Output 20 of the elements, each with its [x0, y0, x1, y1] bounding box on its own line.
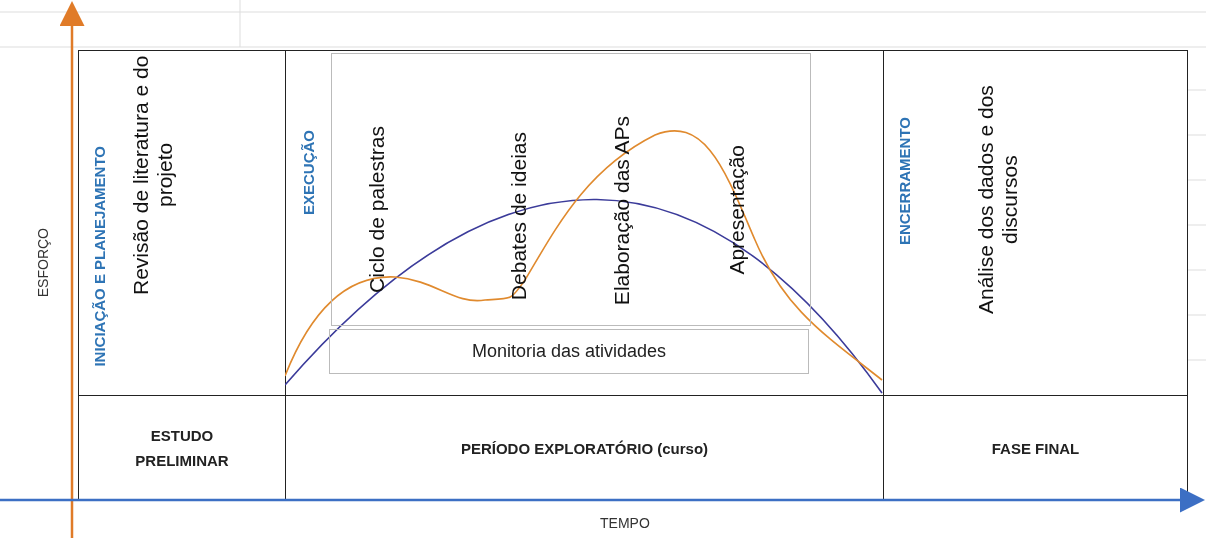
- activity-label: Elaboração das APs: [610, 115, 634, 305]
- axis-label: ESFORÇO: [35, 228, 51, 298]
- period-label: PERÍODO EXPLORATÓRIO (curso): [459, 439, 710, 456]
- activities-box: [331, 53, 811, 326]
- monitoring-label: Monitoria das atividades: [470, 341, 668, 362]
- phase-description: Análise dos dados e dos discursos: [974, 84, 1022, 317]
- monitoring-box: [329, 329, 809, 374]
- activity-label: Apresentação: [725, 145, 749, 275]
- axis-label: TEMPO: [600, 515, 650, 531]
- period-label: ESTUDO PRELIMINAR: [134, 425, 230, 471]
- phase-heading: ENCERRAMENTO: [896, 116, 913, 245]
- phase-heading: INICIAÇÃO E PLANEJAMENTO: [91, 146, 108, 367]
- activity-label: Debates de ideias: [507, 131, 531, 300]
- period-label: FASE FINAL: [990, 439, 1081, 456]
- activity-label: Ciclo de palestras: [365, 126, 389, 293]
- phase-heading: EXECUÇÃO: [300, 130, 317, 215]
- phase-description: Revisão de literatura e do projeto: [129, 55, 177, 295]
- phase-cell: [883, 50, 1188, 396]
- phase-cell: [78, 50, 286, 396]
- phase-cell: [285, 50, 884, 396]
